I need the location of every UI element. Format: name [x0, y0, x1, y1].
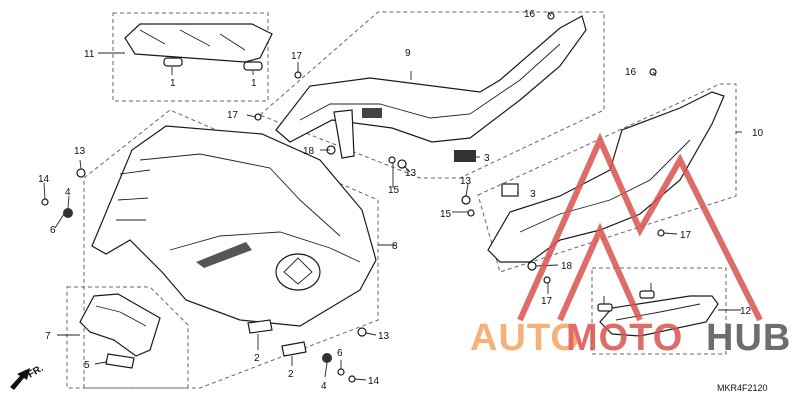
emblem-8 [275, 253, 321, 291]
callout-10: 10 [752, 128, 764, 139]
group-box-11 [112, 12, 269, 102]
callout-11: 11 [84, 49, 95, 60]
watermark-auto: AUTO [470, 317, 581, 359]
callout-1a: 1 [170, 78, 176, 89]
group-box-8 [83, 109, 379, 389]
callout-3a: 3 [484, 153, 490, 164]
light-housing-12 [597, 290, 719, 337]
pad-2-left [247, 319, 273, 334]
callout-4a: 4 [65, 187, 71, 198]
callout-18b: 18 [561, 261, 573, 272]
lower-cover-7 [79, 293, 161, 357]
watermark-hub: HUB [706, 317, 791, 359]
callout-12: 12 [740, 306, 752, 317]
group-box-10 [477, 83, 737, 273]
leader-lines [43, 11, 742, 381]
callout-16b: 16 [625, 67, 637, 78]
front-cowl-8 [91, 125, 377, 327]
callout-5: 5 [84, 360, 90, 371]
side-cover-10 [487, 91, 725, 263]
watermark-mountain-icon [517, 132, 763, 322]
callout-labels: 1 1 2 2 3 3 4 4 5 6 6 7 8 9 10 11 12 13 … [38, 9, 764, 392]
callout-17c: 17 [680, 230, 692, 241]
group-box-7 [66, 286, 189, 389]
direction-label: FR. [26, 363, 46, 381]
callout-16a: 16 [524, 9, 536, 20]
callout-13b: 13 [405, 168, 417, 179]
callout-4b: 4 [321, 381, 327, 392]
group-box-9 [259, 11, 605, 179]
callout-15b: 15 [440, 209, 452, 220]
diagram-code: MKR4F2120 [717, 383, 768, 393]
pad-2-right [281, 341, 307, 357]
callout-14a: 14 [38, 174, 50, 185]
light-housing-11 [124, 23, 273, 71]
pad-3-lower [501, 183, 519, 197]
callout-2a: 2 [254, 353, 260, 364]
callout-17a: 17 [291, 51, 303, 62]
callout-8: 8 [392, 241, 398, 252]
callout-9: 9 [405, 48, 411, 59]
callout-6a: 6 [50, 225, 56, 236]
front-direction-arrow: FR. [10, 363, 46, 390]
watermark-logo: AUTO MOTO HUB [470, 132, 791, 359]
callout-13d: 13 [378, 331, 390, 342]
callout-14b: 14 [368, 376, 380, 387]
callout-13c: 13 [460, 176, 472, 187]
side-frame-9 [275, 15, 587, 159]
callout-15a: 15 [388, 185, 400, 196]
watermark-moto: MOTO [566, 317, 683, 359]
callout-17b: 17 [227, 110, 239, 121]
group-box-12 [591, 267, 727, 355]
pad-5 [105, 353, 135, 369]
callout-2b: 2 [288, 369, 294, 380]
callout-6b: 6 [337, 348, 343, 359]
pad-3-upper [454, 150, 476, 162]
callout-13a: 13 [74, 146, 86, 157]
callout-18a: 18 [303, 146, 315, 157]
callout-7: 7 [45, 331, 51, 342]
arrow-icon [10, 368, 30, 390]
callout-1b: 1 [251, 78, 257, 89]
callout-3b: 3 [530, 189, 536, 200]
callout-17d: 17 [541, 296, 553, 307]
grille-9 [362, 108, 382, 118]
